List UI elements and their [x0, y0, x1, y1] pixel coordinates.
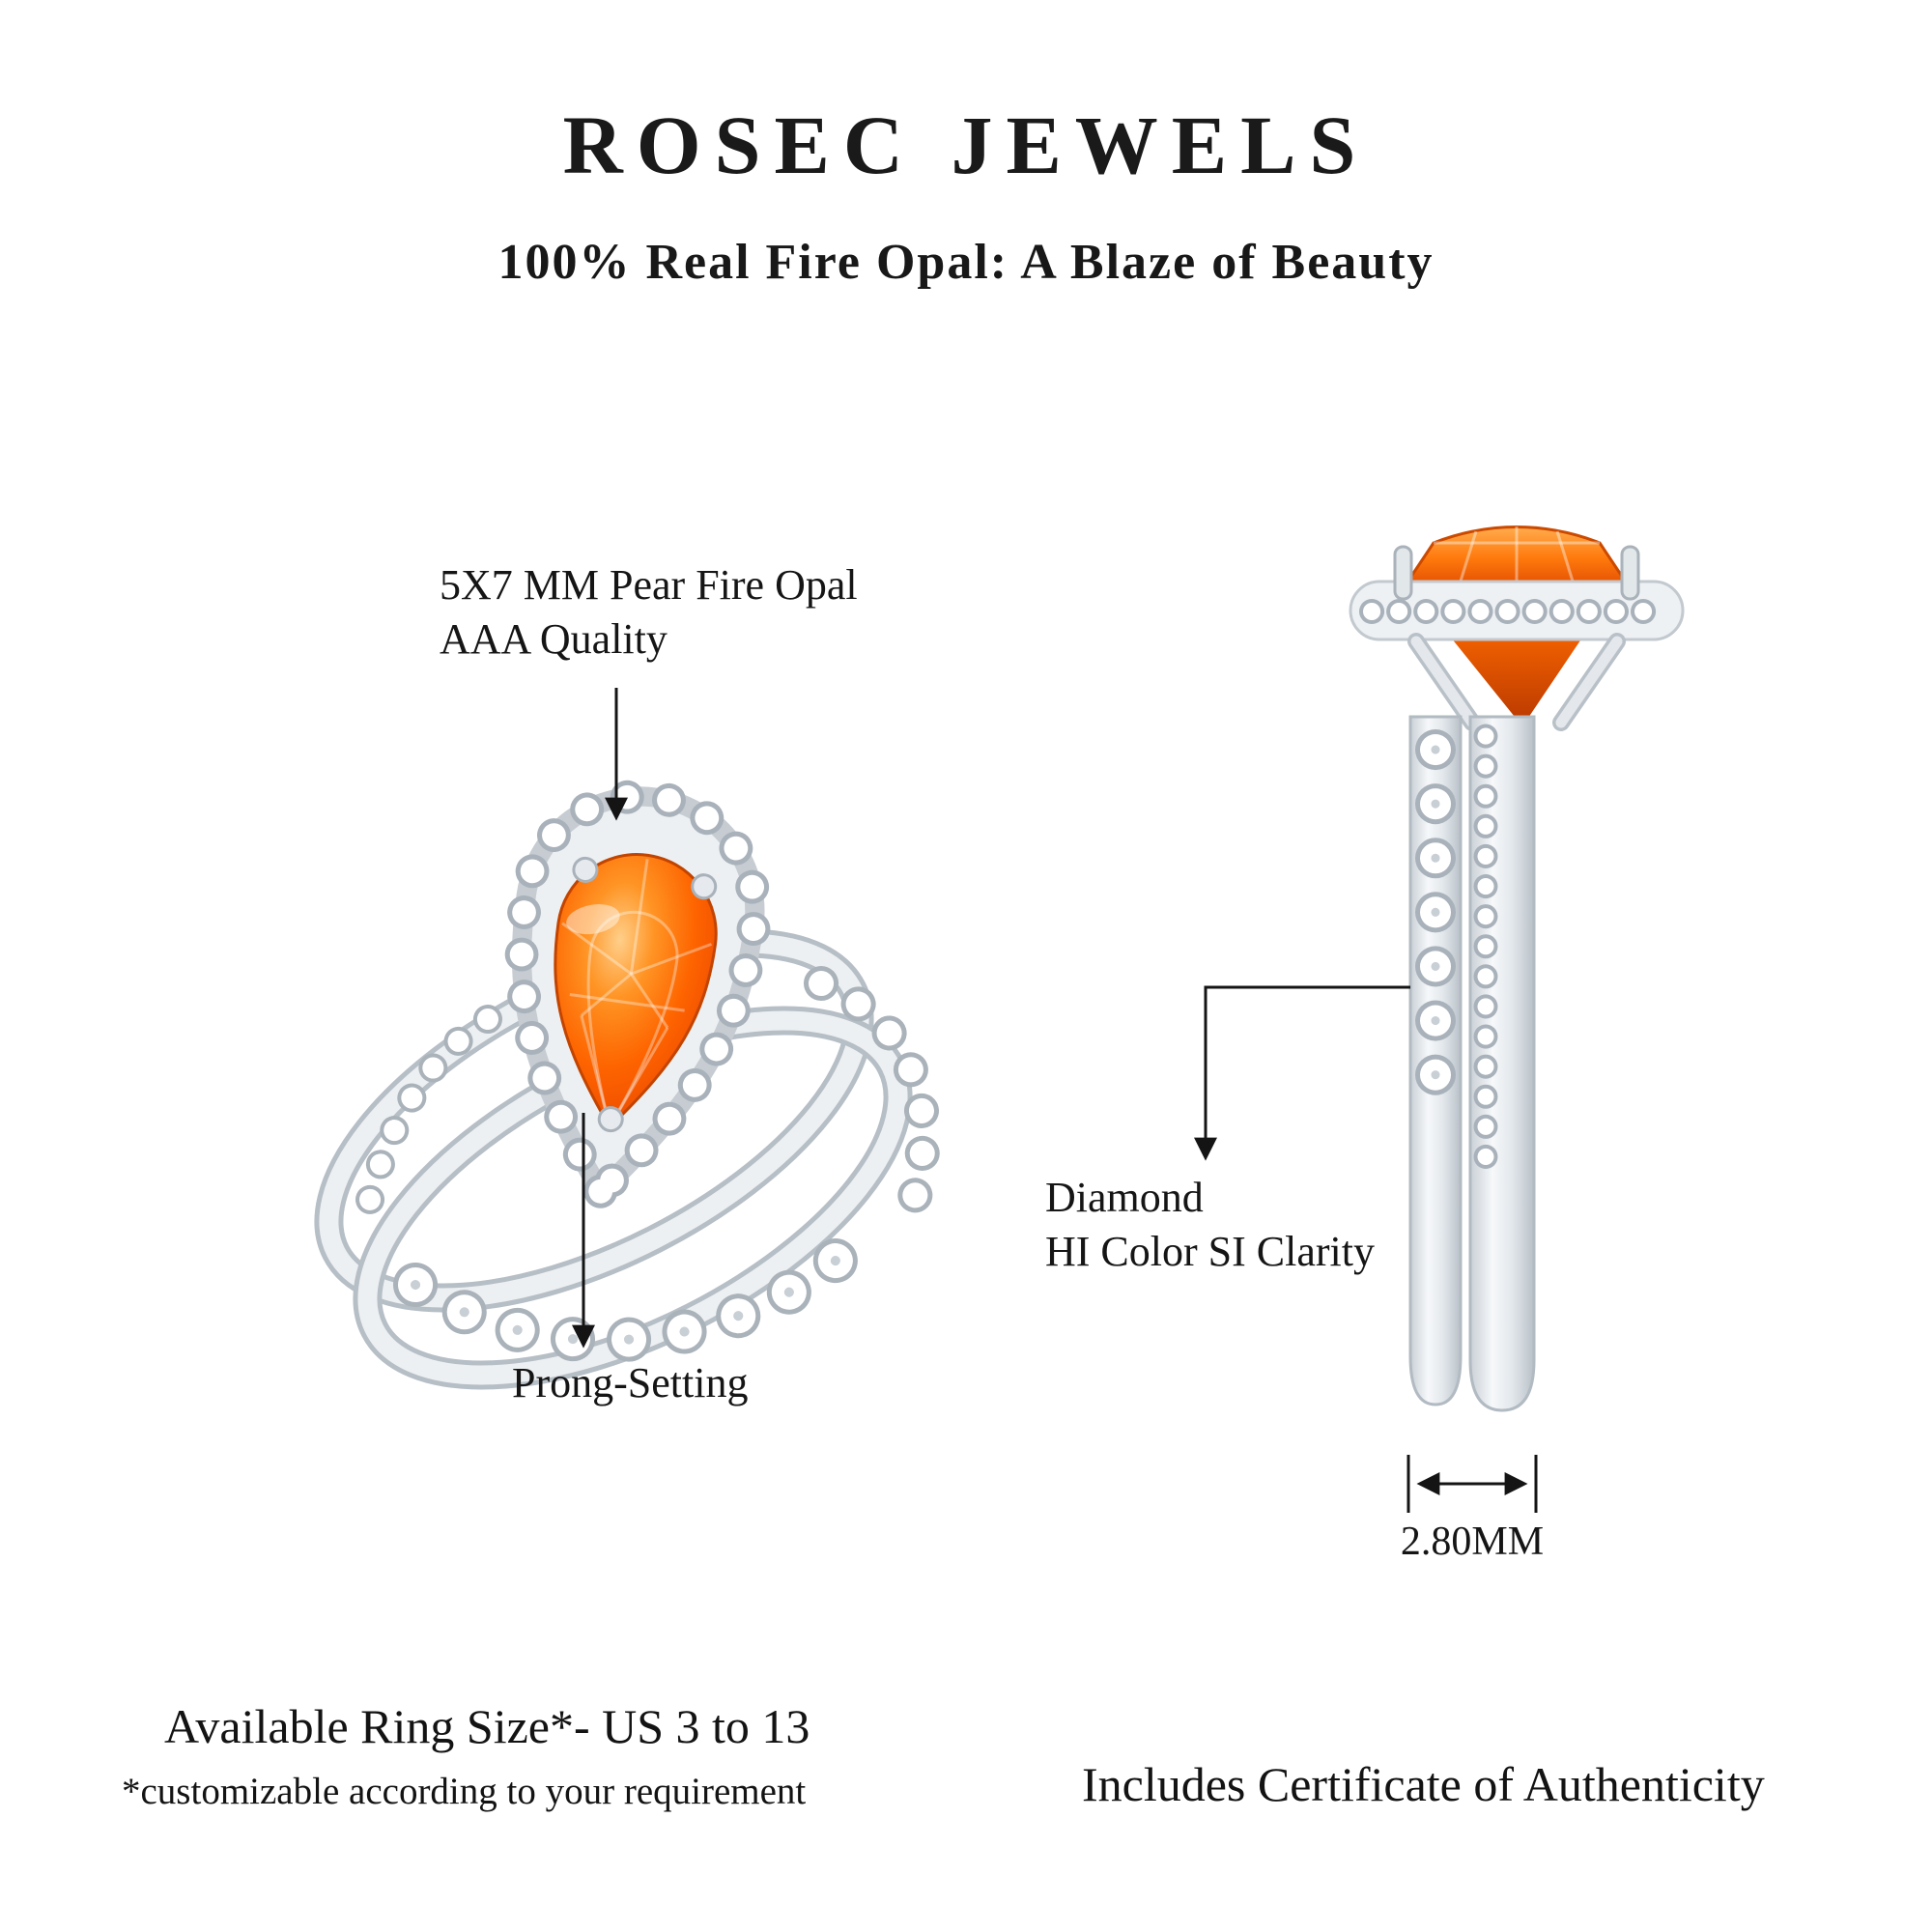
- wedding-band-diamonds: [393, 1226, 872, 1363]
- stone-callout-line2: AAA Quality: [440, 615, 668, 664]
- halo-diamonds: [504, 780, 772, 1219]
- ring-size-note: *customizable according to your requirem…: [122, 1771, 807, 1812]
- certificate-note: Includes Certificate of Authenticity: [1082, 1757, 1765, 1811]
- brand-title: ROSEC JEWELS: [562, 99, 1370, 191]
- ring-side-view: [1349, 526, 1685, 1412]
- shoulder-diamonds-left: [351, 1005, 502, 1236]
- ring-size-info: Available Ring Size*- US 3 to 13: [164, 1699, 810, 1753]
- prong-callout-label: Prong-Setting: [512, 1359, 749, 1406]
- stone-callout-line1: 5X7 MM Pear Fire Opal: [440, 561, 858, 609]
- stone-pavilion: [1451, 638, 1582, 726]
- shoulder-diamonds-right: [804, 966, 941, 1242]
- callout-lines: [572, 688, 1538, 1513]
- ring-front-view: [314, 780, 941, 1390]
- prong-claws: [1393, 545, 1640, 601]
- diamond-callout-label: Diamond HI Color SI Clarity: [1045, 1171, 1375, 1280]
- diamond-callout-line1: Diamond: [1045, 1174, 1204, 1221]
- fire-opal-stone: [554, 853, 718, 1129]
- band-width-label: 2.80MM: [1400, 1520, 1545, 1564]
- stone-callout-label: 5X7 MM Pear Fire Opal AAA Quality: [440, 558, 858, 668]
- prongs: [572, 856, 718, 1133]
- stone-facets: [561, 859, 712, 1131]
- stone-side-crown: [1400, 526, 1634, 591]
- tagline: 100% Real Fire Opal: A Blaze of Beauty: [497, 235, 1435, 290]
- diamond-callout-line2: HI Color SI Clarity: [1045, 1228, 1375, 1276]
- halo-and-stone: [504, 780, 772, 1219]
- stone-side-facets: [1434, 526, 1600, 588]
- basket-struts: [1407, 633, 1626, 731]
- stone-highlight: [566, 904, 620, 935]
- diamond-callout-arrow: [1194, 985, 1410, 1161]
